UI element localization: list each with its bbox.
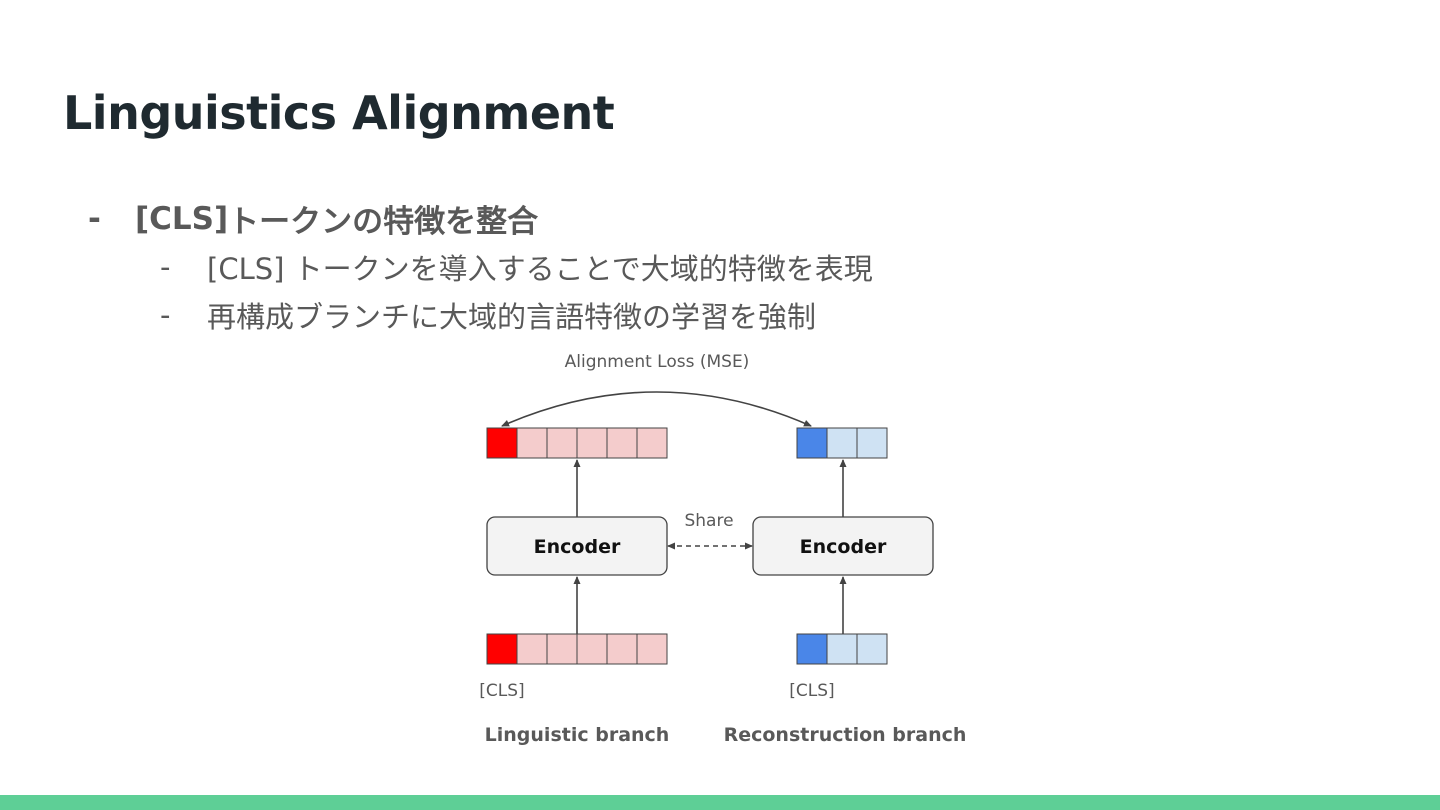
bullet-text: 再構成ブランチに大域的言語特徴の学習を強制 [207, 300, 817, 334]
bullet-level2-first: - [CLS] トークンを導入することで大域的特徴を表現 [160, 246, 873, 288]
reconstruction-encoder-label: Encoder [800, 536, 887, 558]
reconstruction-input-tokens [796, 633, 888, 665]
linguistic-output-token [516, 427, 548, 459]
linguistic-input-token [576, 633, 608, 665]
bullet-level1: - [CLS] トークンの特徴を整合 [88, 196, 538, 241]
linguistic-output-cls-token [486, 427, 518, 459]
reconstruction-encoder-box [752, 516, 934, 576]
reconstruction-input-token [856, 633, 888, 665]
bullet-text: トークンの特徴を整合 [228, 204, 539, 240]
reconstruction-cls-label: [CLS] [789, 681, 834, 701]
linguistic-input-token [636, 633, 668, 665]
reconstruction-input-cls-token [796, 633, 828, 665]
bullet-marker: - [88, 200, 101, 237]
alignment-loss-label: Alignment Loss (MSE) [565, 352, 750, 372]
slide-title: Linguistics Alignment [63, 86, 615, 140]
linguistic-branch-label: Linguistic branch [485, 724, 670, 746]
linguistic-encoder-label: Encoder [534, 536, 621, 558]
linguistic-output-token [576, 427, 608, 459]
footer-accent-bar [0, 795, 1440, 810]
alignment-loss-arrow [501, 391, 812, 427]
linguistic-input-cls-token [486, 633, 518, 665]
share-label: Share [684, 511, 733, 531]
linguistic-input-token [606, 633, 638, 665]
bullet-level2-second: - 再構成ブランチに大域的言語特徴の学習を強制 [160, 294, 816, 336]
linguistic-output-token [606, 427, 638, 459]
reconstruction-output-token [856, 427, 888, 459]
linguistic-cls-label: [CLS] [479, 681, 524, 701]
bullet-cls-prefix: [CLS] [135, 200, 229, 237]
linguistic-output-token [546, 427, 578, 459]
linguistic-input-tokens [486, 633, 668, 665]
bullet-marker: - [160, 298, 171, 332]
reconstruction-input-token [826, 633, 858, 665]
bullet-marker: - [160, 250, 171, 284]
reconstruction-branch-label: Reconstruction branch [724, 724, 967, 746]
bullet-text: [CLS] トークンを導入することで大域的特徴を表現 [207, 252, 873, 286]
linguistic-output-tokens [486, 427, 668, 459]
linguistic-input-token [546, 633, 578, 665]
reconstruction-output-tokens [796, 427, 888, 459]
reconstruction-output-token [826, 427, 858, 459]
linguistic-input-token [516, 633, 548, 665]
linguistic-output-token [636, 427, 668, 459]
reconstruction-output-cls-token [796, 427, 828, 459]
